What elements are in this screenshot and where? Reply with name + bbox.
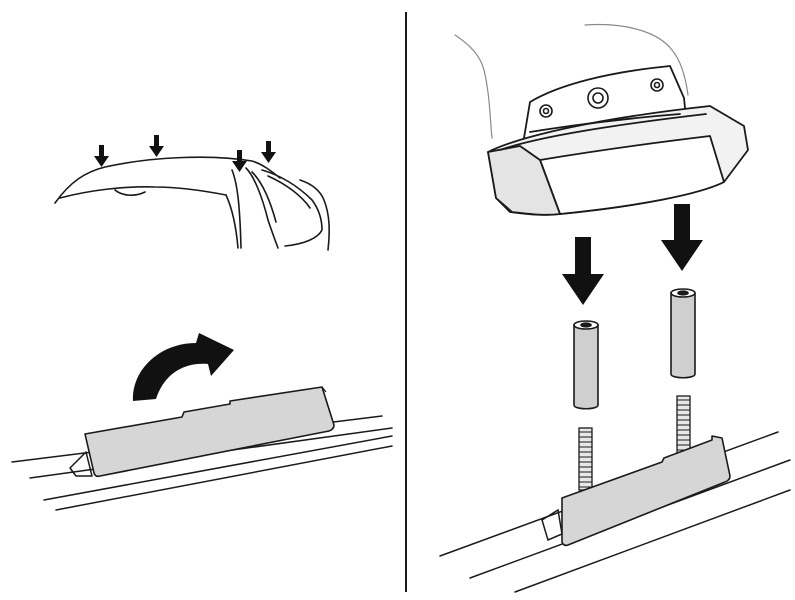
- front-door-frame: [225, 194, 239, 249]
- down-arrow-icon: [562, 237, 604, 305]
- roof-outline: [54, 156, 281, 204]
- roof-arrows: [94, 135, 276, 172]
- rubber-pad: [561, 435, 731, 547]
- rear-window-inner: [267, 175, 311, 209]
- bolt-inner: [653, 81, 661, 89]
- b-pillar-inner: [251, 171, 277, 223]
- foot-front-face: [539, 135, 725, 215]
- rear-quarter: [299, 179, 330, 251]
- rail-recess: [69, 451, 93, 477]
- rail-line-bottom: [55, 445, 393, 511]
- curved-arrow-icon: [132, 333, 234, 401]
- bolt-inner: [542, 107, 550, 115]
- down-arrow-icon: [149, 135, 164, 157]
- windshield-notch: [114, 189, 146, 196]
- down-arrow-icon: [94, 145, 109, 167]
- spacer-tube: [670, 292, 696, 379]
- rear-window-frame: [261, 169, 323, 247]
- rubber-pad: [84, 386, 335, 478]
- spacer-hole: [580, 322, 592, 328]
- foot-arrows: [562, 204, 703, 305]
- foot-rim: [499, 113, 707, 151]
- foot-side-block: [487, 145, 561, 216]
- mounting-foot: [487, 65, 749, 216]
- bolt-inner: [592, 92, 604, 104]
- background-contour: [454, 23, 689, 139]
- rail-line-lower: [514, 489, 791, 593]
- car-roof-panel: [54, 156, 330, 251]
- foot-bolts: [539, 78, 664, 118]
- front-pillar: [231, 169, 242, 249]
- spacers: [573, 288, 696, 410]
- rail-line-lower: [43, 435, 393, 501]
- down-arrow-icon: [661, 204, 703, 271]
- rubber-pad-edge: [321, 386, 327, 393]
- rail-recess: [541, 508, 563, 542]
- windshield-edge: [59, 186, 227, 199]
- b-pillar-outer: [245, 167, 279, 249]
- spacer-tube: [573, 324, 599, 410]
- studs: [578, 395, 691, 491]
- foot-top-ridge: [529, 113, 681, 133]
- spacer-hole: [677, 290, 689, 296]
- down-arrow-icon: [232, 150, 247, 172]
- down-arrow-icon: [261, 141, 276, 163]
